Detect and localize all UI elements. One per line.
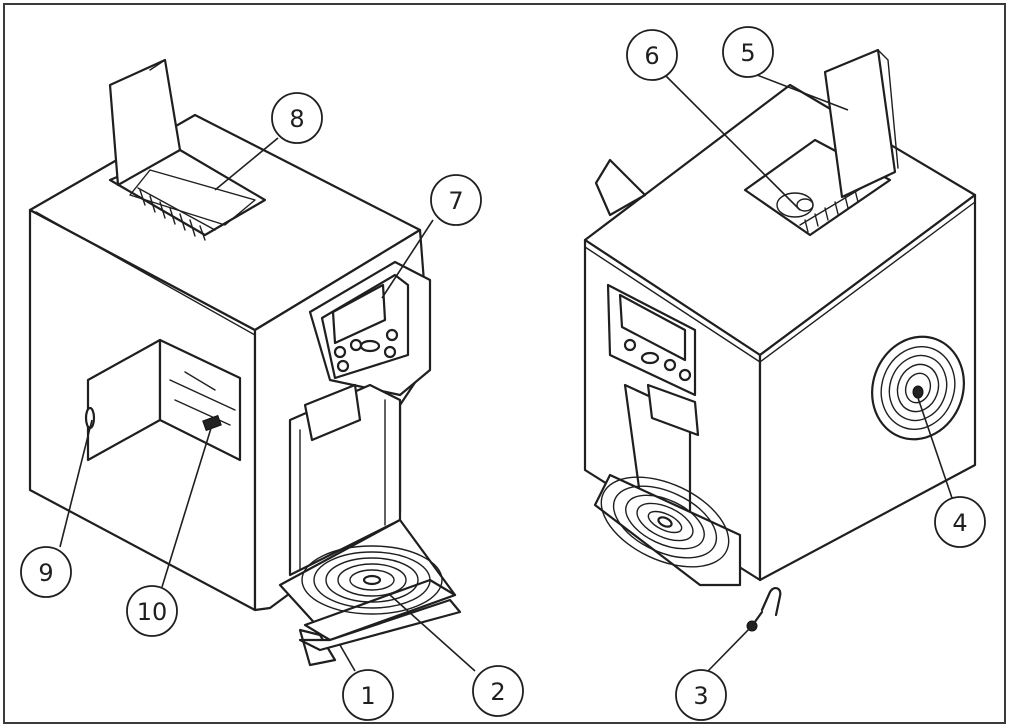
control-button <box>640 351 660 365</box>
dispenser-nozzle <box>303 383 362 442</box>
svg-text:2: 2 <box>490 678 505 706</box>
callout-8: 8 <box>271 92 323 144</box>
control-button <box>663 358 677 372</box>
control-button <box>383 345 397 359</box>
lcd-display <box>331 283 387 345</box>
lcd-display <box>618 293 687 362</box>
control-button <box>359 339 381 353</box>
svg-text:10: 10 <box>137 598 168 626</box>
control-button <box>385 328 399 342</box>
top-lid-open <box>108 58 182 187</box>
callout-4: 4 <box>934 496 986 548</box>
control-button <box>678 368 692 382</box>
fan-grill <box>871 335 965 441</box>
svg-text:1: 1 <box>360 682 375 710</box>
svg-text:9: 9 <box>38 559 53 587</box>
drain-plug <box>202 414 222 432</box>
ice-shovel-fingers <box>137 187 216 241</box>
rear-flap <box>594 158 647 217</box>
drip-tray-grill <box>600 476 730 568</box>
ice-maker-left-view <box>28 58 462 667</box>
leader-lines <box>59 69 953 672</box>
svg-text:5: 5 <box>740 39 755 67</box>
ice-shovel-fingers <box>776 179 876 233</box>
drip-tray-grill <box>301 545 443 615</box>
callout-1: 1 <box>342 669 394 721</box>
callout-3: 3 <box>675 669 727 721</box>
callout-6: 6 <box>626 29 678 81</box>
top-lid-open <box>823 48 897 199</box>
callout-2: 2 <box>472 665 524 717</box>
ice-maker-right-view <box>583 48 977 632</box>
power-cord-hook <box>746 586 782 632</box>
diagram-frame <box>3 3 1006 724</box>
control-button <box>349 338 363 352</box>
control-button <box>333 345 347 359</box>
callout-10: 10 <box>126 585 178 637</box>
callout-5: 5 <box>722 26 774 78</box>
svg-text:7: 7 <box>448 187 463 215</box>
right-side-panel <box>758 193 977 582</box>
svg-text:3: 3 <box>693 682 708 710</box>
control-button <box>623 338 637 352</box>
side-access-opening <box>158 338 242 462</box>
callout-7: 7 <box>430 174 482 226</box>
dispenser-nozzle <box>646 383 700 437</box>
callout-9: 9 <box>20 546 72 598</box>
control-button <box>336 359 350 373</box>
svg-text:6: 6 <box>644 42 659 70</box>
svg-text:4: 4 <box>952 509 967 537</box>
drip-tray-base <box>593 473 742 587</box>
svg-text:8: 8 <box>289 105 304 133</box>
